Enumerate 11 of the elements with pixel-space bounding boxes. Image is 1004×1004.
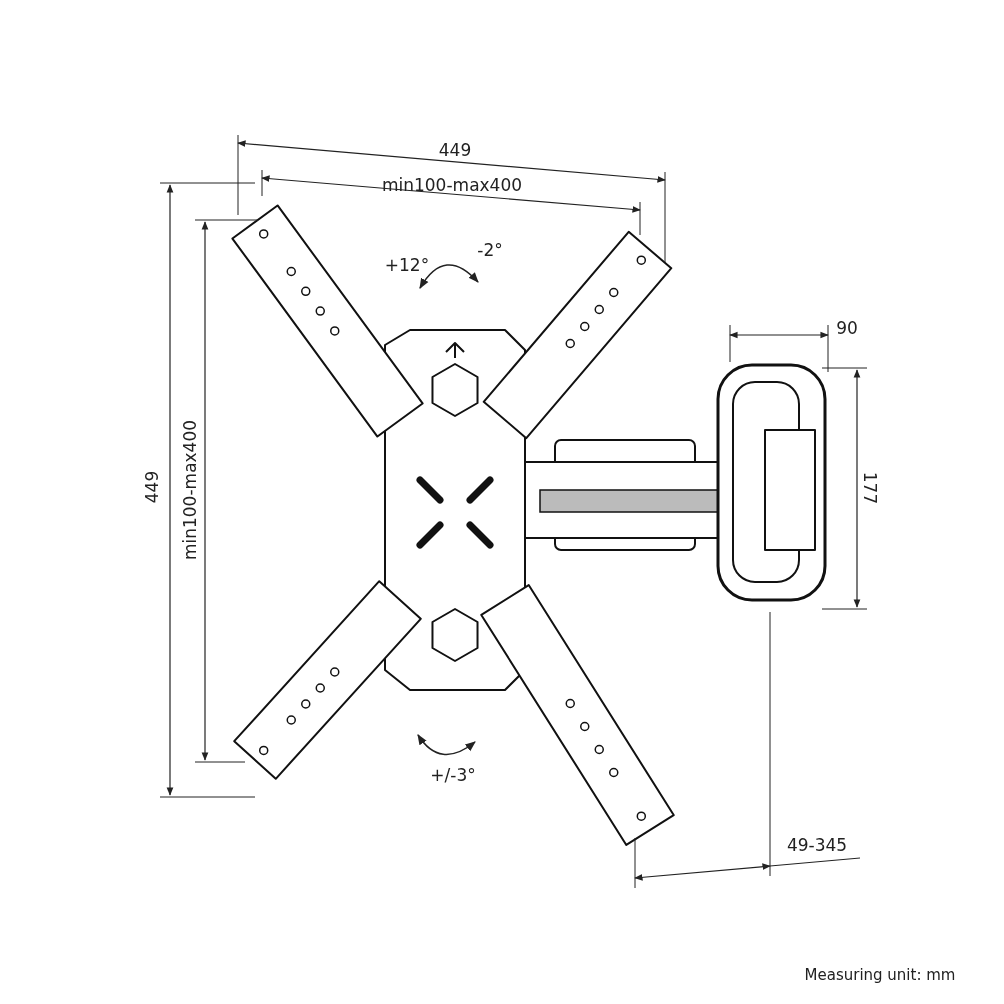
dimension-label: 177 (860, 471, 880, 505)
angle-label: +12° (384, 255, 430, 275)
dimension-label: 449 (142, 470, 162, 504)
angle-label: -2° (477, 240, 503, 260)
dimension-label: min100-max400 (180, 419, 200, 561)
dimension-label: 449 (438, 140, 472, 160)
dimension-label: min100-max400 (381, 175, 523, 195)
dimension-label: 90 (836, 318, 858, 338)
unit-note: Measuring unit: mm (804, 965, 956, 985)
angle-label: +/-3° (430, 765, 476, 785)
dimension-label: 49-345 (786, 835, 848, 855)
